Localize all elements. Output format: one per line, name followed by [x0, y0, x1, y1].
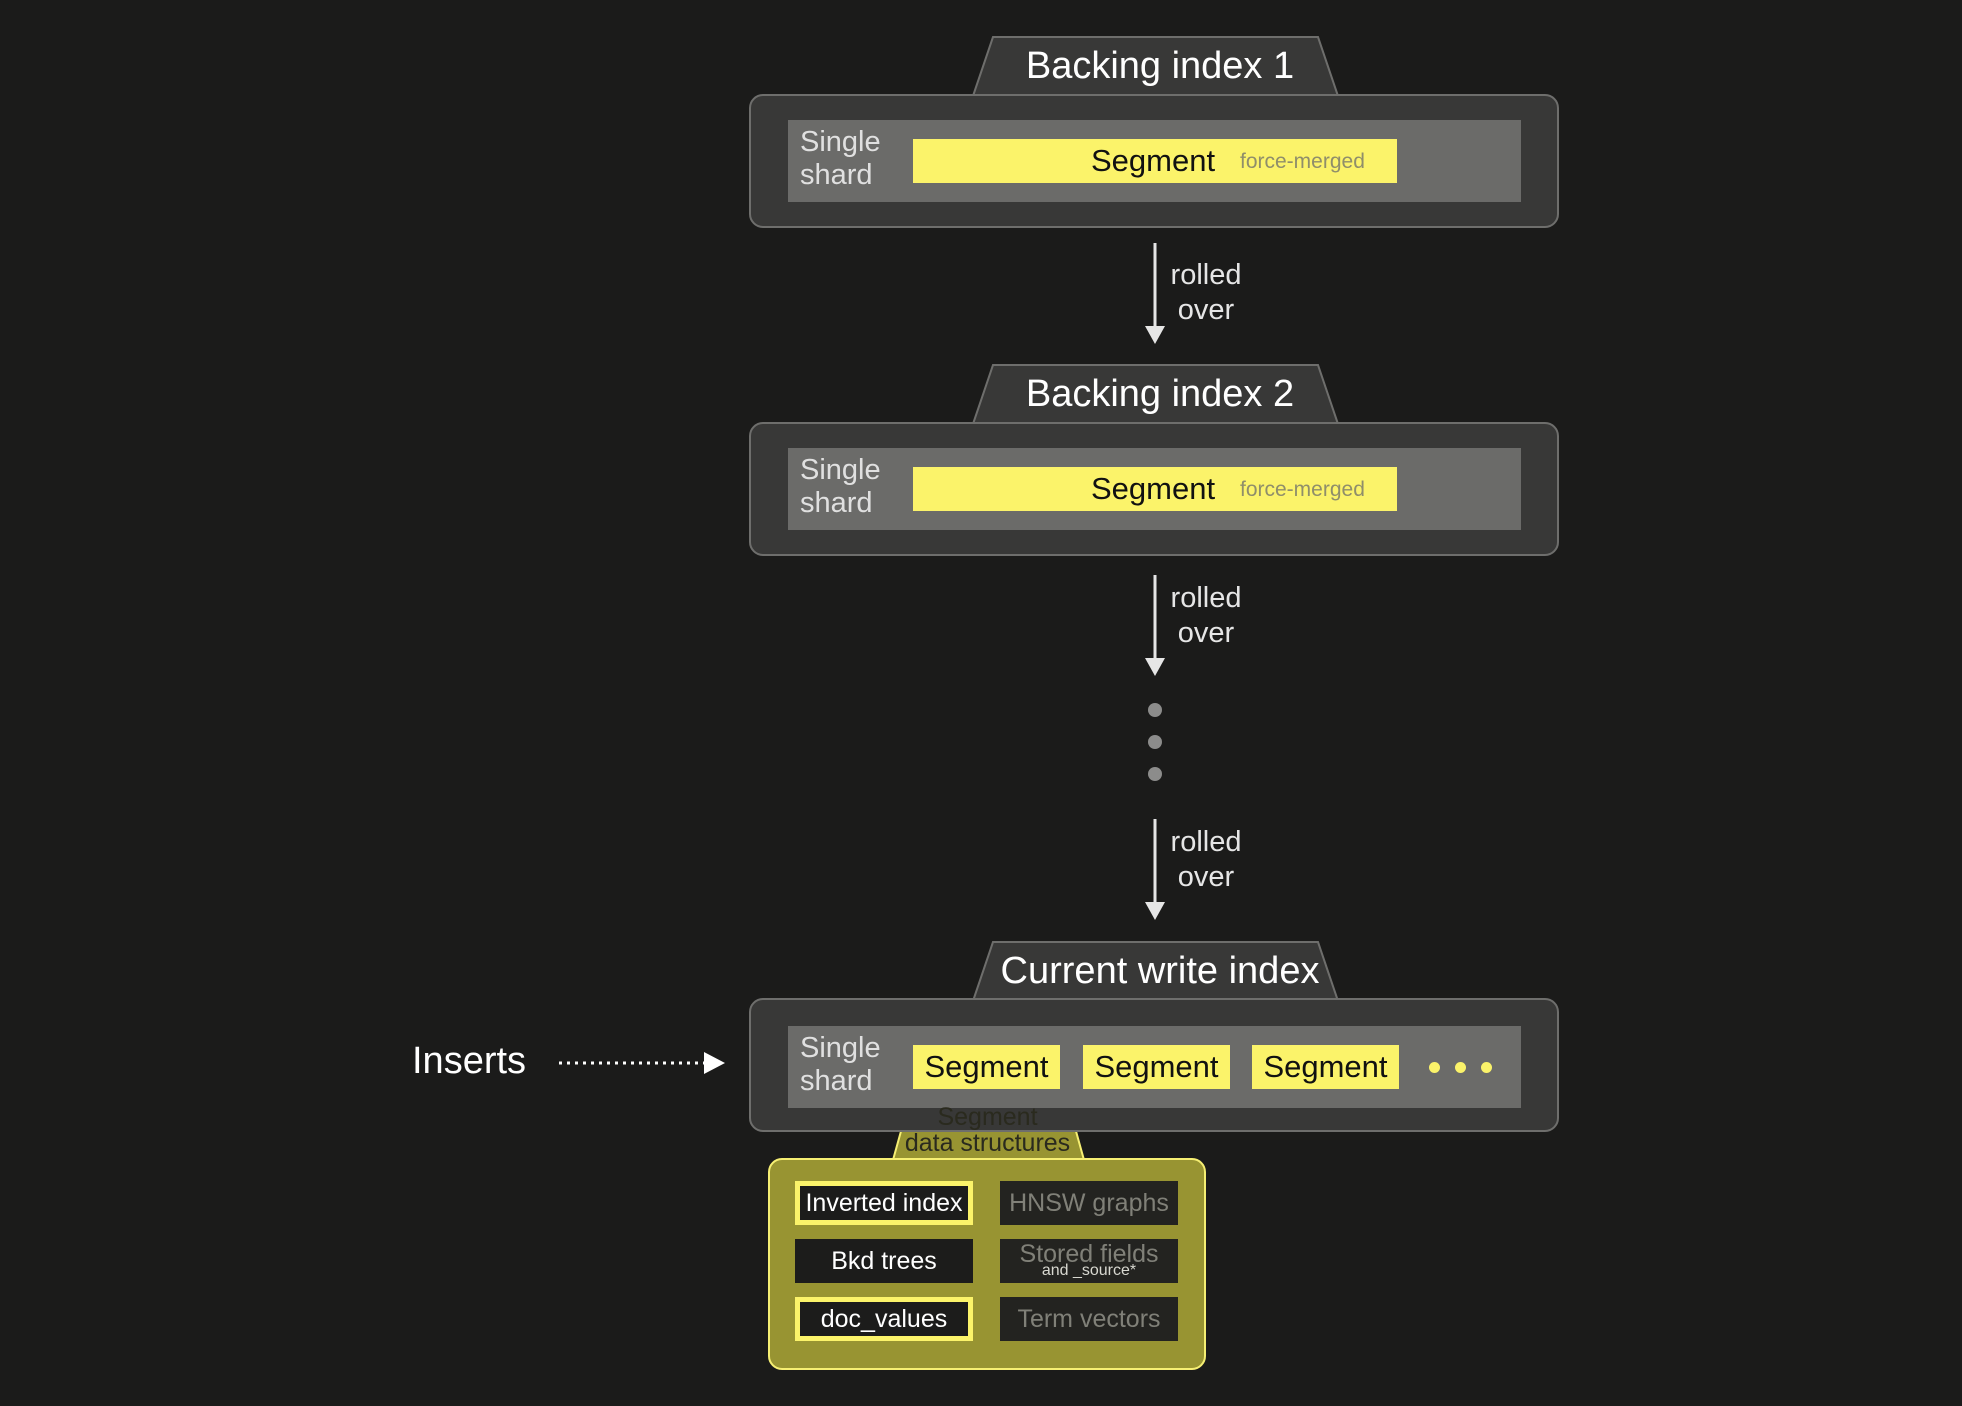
segment-tag: force-merged [1240, 150, 1365, 173]
segment-label: Segment [1091, 143, 1216, 178]
inserts-label: Inserts [412, 1040, 527, 1082]
shard-label: Single shard [800, 126, 881, 191]
ds-stored-fields-label: Stored fields [1019, 1240, 1159, 1268]
ds-hnsw-graphs: HNSW graphs [1000, 1181, 1178, 1225]
segment-tag: force-merged [1240, 478, 1365, 501]
ds-term-vectors: Term vectors [1000, 1297, 1178, 1341]
shard-label: Single shard [800, 1032, 881, 1097]
segment-force-merged: Segment force-merged [913, 467, 1397, 511]
segment-label: Segment [1091, 471, 1216, 506]
ds-bkd-trees: Bkd trees [795, 1239, 973, 1283]
backing-index-1-shard: Single shard Segment force-merged [788, 120, 1521, 202]
ds-stored-fields: Stored fields and _source* [1000, 1239, 1178, 1283]
rolled-over-label-1: rolled over [1170, 259, 1242, 326]
ds-stored-fields-sub: and _source* [1041, 1262, 1137, 1279]
arrow-3 [1145, 819, 1165, 920]
arrow-2 [1145, 575, 1165, 676]
rolled-over-label-3: rolled over [1170, 826, 1242, 893]
segment-force-merged: Segment force-merged [913, 139, 1397, 183]
backing-index-2-title: Backing index 2 [1025, 373, 1295, 415]
ellipsis-dot [1148, 767, 1162, 781]
write-segment: Segment [1083, 1045, 1230, 1089]
segment-data-structures-title: Segment data structures [904, 1103, 1071, 1157]
current-write-index-title: Current write index [1000, 950, 1320, 992]
current-write-index-shard: Single shard Segment Segment Segment [788, 1026, 1521, 1108]
ellipsis-dot [1148, 735, 1162, 749]
inserts-arrow [559, 1052, 725, 1074]
backing-index-1-title: Backing index 1 [1025, 45, 1295, 87]
ds-inverted-index: Inverted index [795, 1181, 973, 1225]
more-segments-dot [1481, 1062, 1492, 1073]
write-segment: Segment [913, 1045, 1060, 1089]
rolled-over-label-2: rolled over [1170, 582, 1242, 649]
arrow-1 [1145, 243, 1165, 344]
backing-index-2-shard: Single shard Segment force-merged [788, 448, 1521, 530]
more-segments-dot [1455, 1062, 1466, 1073]
more-segments-dot [1429, 1062, 1440, 1073]
shard-label: Single shard [800, 454, 881, 519]
ellipsis-dot [1148, 703, 1162, 717]
write-segment: Segment [1252, 1045, 1399, 1089]
ds-doc-values: doc_values [795, 1297, 973, 1341]
